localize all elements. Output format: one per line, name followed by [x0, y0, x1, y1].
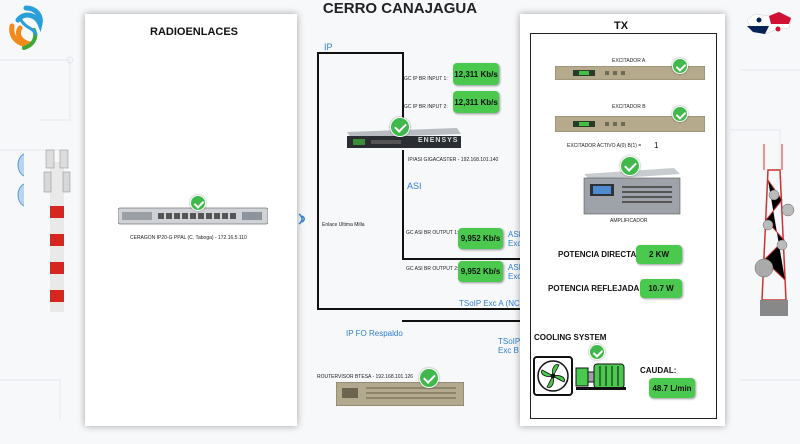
tx-border-bottom: [530, 418, 717, 419]
gc-ip-input2-label: GC IP BR INPUT 2:: [404, 104, 448, 110]
asi1-exca-tag-line2: Exc A: [508, 239, 529, 248]
ip-fo-label: IP FO Respaldo: [346, 329, 403, 338]
fan-icon: [533, 356, 573, 396]
ceragon-device[interactable]: [118, 206, 268, 226]
gc-asi-output2-value: 9,952 Kb/s: [458, 261, 503, 282]
asi1-excb-tag-line1: ASI 1: [508, 263, 528, 272]
gigacaster-label: IP/ASI GIGACASTER - 192.168.101.140: [408, 157, 499, 163]
ip-line-vertical: [317, 52, 319, 309]
gc-asi-output1-value: 9,952 Kb/s: [458, 228, 503, 249]
tx-title-rule: [530, 33, 717, 34]
potencia-directa-value: 2 KW: [636, 245, 682, 264]
enlace-label: Enlace Ultima Milla: [322, 222, 365, 228]
potencia-reflejada-value: 10.7 W: [640, 279, 682, 298]
ip-fo-line: [402, 320, 531, 322]
cooling-status-check-icon: [589, 344, 605, 360]
radioenlaces-title: RADIOENLACES: [150, 26, 239, 38]
tx-border-right: [716, 33, 717, 419]
gigacaster-status-check-icon: [390, 117, 410, 137]
tx-border-left: [530, 33, 531, 419]
excitador-a-device[interactable]: [555, 66, 705, 80]
tsoip-b-line2: Exc B: [498, 346, 519, 355]
wifi-icon: [298, 213, 305, 225]
excitador-activo-label: EXCITADOR ACTIVO A(0) B(1) =: [567, 143, 642, 149]
routervisor-device[interactable]: [336, 382, 464, 406]
asi-label: ASI: [407, 181, 422, 191]
routervisor-status-check-icon: [419, 368, 439, 388]
caudal-label: CAUDAL:: [640, 366, 677, 375]
gc-asi-output2-label: GC ASI BR OUTPUT 2:: [406, 266, 459, 272]
right-tower-icon: [754, 144, 795, 316]
excitador-activo-value: 1: [654, 141, 659, 150]
amplificador-device[interactable]: [578, 166, 682, 216]
potencia-directa-label: POTENCIA DIRECTA:: [558, 250, 639, 259]
asi-line-vertical: [402, 150, 404, 260]
ceragon-status-check-icon: [190, 195, 206, 211]
excitador-b-device[interactable]: [555, 116, 705, 132]
ip-line-to-gigacaster: [402, 52, 404, 136]
asi1-exca-tag-line1: ASI 1: [508, 230, 528, 239]
page-title: CERRO CANAJAGUA: [322, 0, 478, 17]
tsoip-a-label: TSoIP Exc A (NC): [459, 299, 523, 308]
tx-title: TX: [614, 20, 629, 32]
ip-label: IP: [324, 42, 333, 52]
tsoip-a-line: [317, 308, 531, 310]
asi1-excb-tag-line2: Exc B: [508, 272, 529, 281]
cooling-title: COOLING SYSTEM: [534, 333, 607, 342]
amplificador-status-check-icon: [620, 156, 640, 176]
pump-icon: [575, 363, 626, 390]
gc-ip-input1-value: 12,311 Kb/s: [453, 63, 499, 85]
excitador-b-status-check-icon: [672, 106, 688, 122]
excitador-b-label: EXCITADOR B: [612, 104, 646, 110]
wifi-signal-icon: [17, 153, 25, 207]
asi-line-to-tx: [402, 258, 530, 260]
gigacaster-brand: ENENSYS: [418, 137, 459, 144]
excitador-a-status-check-icon: [672, 58, 688, 74]
excitador-a-label: EXCITADOR A: [612, 58, 646, 64]
antenna-tower-icon: [43, 149, 71, 312]
tsoip-b-line1: TSoIP: [498, 337, 521, 346]
potencia-reflejada-label: POTENCIA REFLEJADA:: [548, 284, 642, 293]
gigacaster-device[interactable]: [343, 126, 463, 150]
amplificador-label: AMPLIFICADOR: [610, 218, 648, 224]
panama-flag-icon: [746, 11, 792, 35]
routervisor-label: ROUTERVISOR BTESA - 192.168.101.126: [317, 374, 414, 380]
ceragon-label: CERAGON IP20-G PPAL (C. Taboga) - 172.16…: [130, 235, 247, 241]
gc-ip-input2-value: 12,311 Kb/s: [453, 91, 499, 113]
gc-ip-input1-label: GC IP BR INPUT 1:: [404, 76, 448, 82]
ip-line-top: [317, 52, 403, 54]
logo-swirl-icon: [9, 5, 43, 50]
gc-asi-output1-label: GC ASI BR OUTPUT 1:: [406, 230, 459, 236]
caudal-value: 48.7 L/min: [649, 378, 695, 398]
